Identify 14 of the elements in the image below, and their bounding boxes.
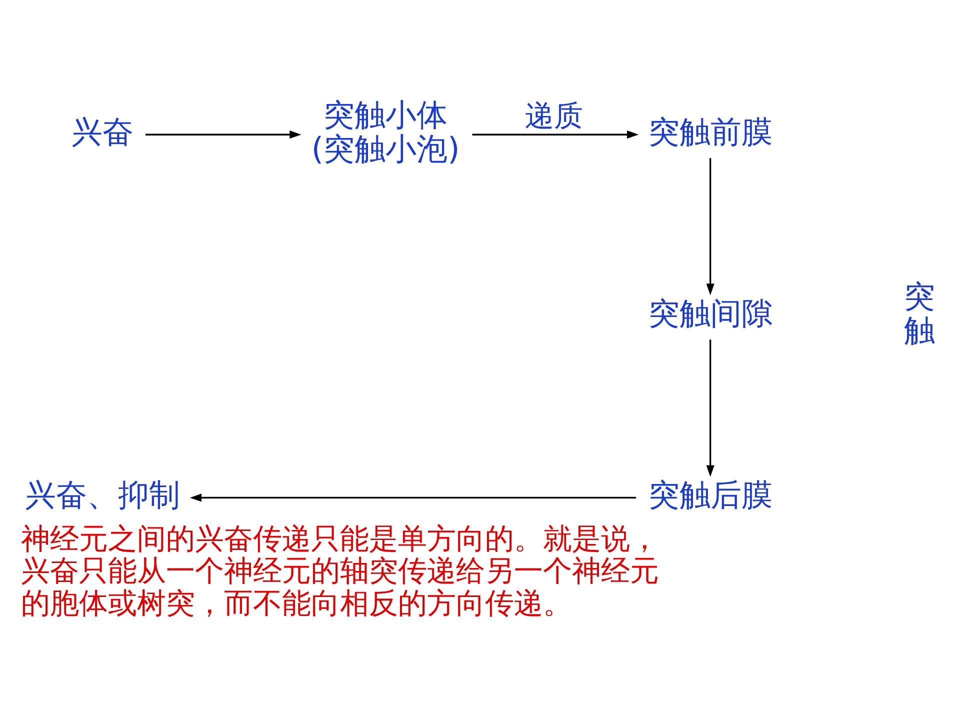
arrow <box>472 130 639 139</box>
edge-label: 递质 <box>525 98 584 133</box>
arrow <box>706 158 714 296</box>
node-text: 突触前膜 <box>648 114 772 150</box>
node-text: 突触小体 (突触小泡) <box>311 97 460 168</box>
node-text: 兴奋 <box>71 114 134 150</box>
label: 突触 <box>904 278 935 350</box>
node-text: 突触后膜 <box>648 478 772 514</box>
arrow <box>190 494 636 502</box>
node-text: 兴奋、抑制 <box>24 478 180 514</box>
arrow <box>146 130 302 139</box>
caption: 神经元之间的兴奋传递只能是单方向的。就是说，兴奋只能从一个神经元的轴突传递给另一个神经元的胞体或树突，而不能向相反的方向传递。 <box>20 521 659 620</box>
node-text: 突触间隙 <box>648 296 772 332</box>
arrow <box>706 340 714 477</box>
